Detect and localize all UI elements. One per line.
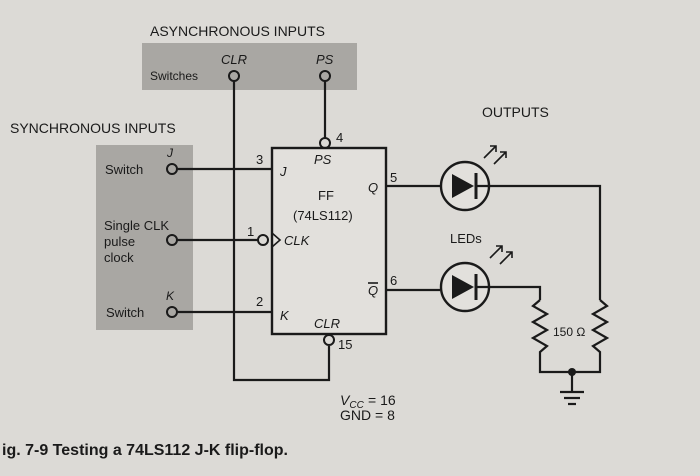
chip-ps-label: PS xyxy=(314,152,332,167)
figure-caption: ig. 7-9 Testing a 74LS112 J-K flip-flop. xyxy=(2,442,288,459)
clk-source-line3: clock xyxy=(104,250,134,265)
chip-j-label: J xyxy=(279,164,287,179)
chip-part-label: (74LS112) xyxy=(293,208,353,223)
led-q-emission-arrows xyxy=(483,145,507,165)
chip-k-label: K xyxy=(280,308,290,323)
chip-q-label: Q xyxy=(368,180,378,195)
ground-icon xyxy=(560,372,584,406)
ps-switch-label: PS xyxy=(316,52,334,67)
switches-label: Switches xyxy=(150,69,198,83)
led-qbar xyxy=(439,261,542,313)
clk-source-line2: pulse xyxy=(104,234,135,249)
j-pin-number: 3 xyxy=(256,152,263,167)
clk-edge-wedge xyxy=(271,232,282,248)
ps-pin-bubble xyxy=(319,137,331,149)
flip-flop-chip xyxy=(270,146,388,336)
q-pin-number: 5 xyxy=(390,170,397,185)
k-switch-label: Switch xyxy=(106,305,144,320)
clk-pin-number: 1 xyxy=(247,224,254,239)
chip-ff-label: FF xyxy=(318,188,334,203)
chip-qbar-label: Q xyxy=(368,283,378,298)
outputs-title: OUTPUTS xyxy=(482,104,549,120)
j-switch-letter: J xyxy=(166,146,174,160)
async-inputs-title: ASYNCHRONOUS INPUTS xyxy=(150,23,325,39)
clr-switch-label: CLR xyxy=(221,52,247,67)
clk-source-line1: Single CLK xyxy=(104,218,169,233)
vcc-value: = 16 xyxy=(368,392,396,408)
k-switch-letter: K xyxy=(166,289,175,303)
ps-pin-number: 4 xyxy=(336,130,343,145)
k-pin-number: 2 xyxy=(256,294,263,309)
qbar-pin-number: 6 xyxy=(390,273,397,288)
async-switch-panel xyxy=(142,43,357,90)
vcc-label: VCC xyxy=(340,392,365,411)
leds-label: LEDs xyxy=(450,231,482,246)
led-q xyxy=(439,160,602,300)
chip-clk-label: CLK xyxy=(284,233,311,248)
gnd-value: GND = 8 xyxy=(340,407,395,423)
clr-wire xyxy=(232,81,331,382)
chip-clr-label: CLR xyxy=(314,316,340,331)
clk-pin-bubble xyxy=(257,234,269,246)
j-switch-label: Switch xyxy=(105,162,143,177)
clr-pin-number: 15 xyxy=(338,337,352,352)
led-qbar-emission-arrows xyxy=(489,245,513,265)
resistor-value: 150 Ω xyxy=(553,325,585,339)
sync-inputs-title: SYNCHRONOUS INPUTS xyxy=(10,120,176,136)
clr-pin-bubble xyxy=(323,334,335,346)
